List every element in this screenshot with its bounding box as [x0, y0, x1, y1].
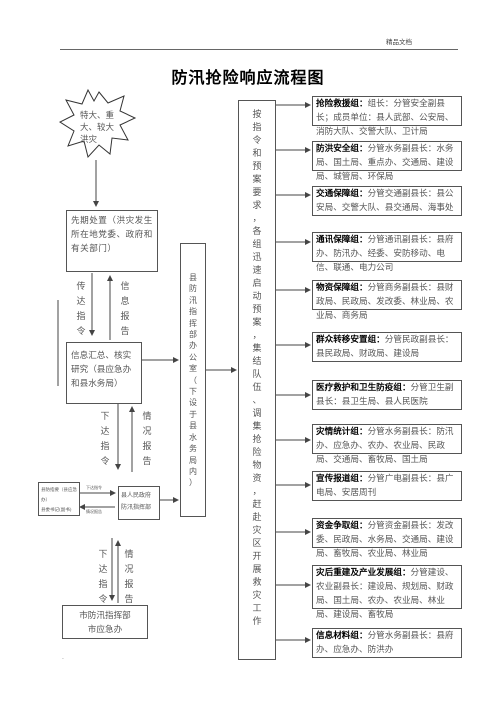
status-report-label-2: 情 况 报 告: [124, 550, 134, 605]
group-box: 通讯保障组：分管通讯副县长：县府办、防汛办、经委、安防移动、电信、联通、电力公司: [312, 232, 462, 273]
group-desc: 分管交通副县长：县公安局、交警大队、县交通局、海事处: [316, 189, 454, 213]
group-box: 医疗救护和卫生防疫组：分管卫生副县长：县卫生局、县人民医院: [312, 380, 462, 410]
group-name: 通讯保障组：: [316, 235, 368, 245]
group-desc: 分管水务副县长：县府办、应急办、防洪办: [316, 631, 454, 655]
group-name: 抢险救援组：: [316, 99, 368, 109]
group-desc: 分管卫生副县长：县卫生局、县人民医院: [316, 383, 454, 407]
relay-order-label: 传 达 指 令: [76, 282, 86, 337]
group-name: 信息材料组：: [316, 631, 368, 641]
info-summary-box: 信息汇总、核实研究（县应急办和县水务局）: [66, 342, 142, 404]
group-name: 交通保障组：: [316, 189, 368, 199]
info-report-label: 信 息 报 告: [120, 282, 130, 337]
mini-box-line2: 县委书记(副书): [41, 508, 72, 513]
mini-arrow-top-label: 下达指令: [86, 485, 102, 490]
group-desc: 分管民政副县长：县民政局、财政局、建设局: [316, 335, 454, 359]
group-name: 群众转移安置组：: [316, 335, 385, 345]
mini-box-line1: 县防指要（县应急办）: [41, 488, 77, 503]
group-box: 灾情统计组：分管水务副县长：防汛办、应急办、农办、农业局、民政局、交通局、畜牧局…: [312, 424, 462, 465]
footer-mark: .: [62, 654, 64, 661]
county-command-mini-box: 县防指要（县应急办） 县委书记(副书): [38, 482, 80, 516]
orders-column-text: 按 指 令 和 预 案 要 求 ， 各 组 迅 速 启 动 预 案 ， 集 结 …: [252, 110, 262, 627]
city-command-box: 市防汛指挥部 市应急办: [62, 605, 148, 639]
hq-column-text: 县 防 汛 指 挥 部 办 公 室 （ 下 设 于 县 水 务 局 内 ）: [189, 273, 197, 488]
group-desc: 分管水务副县长：水务局、国土局、重点办、交通局、建设局、城管局、环保局: [316, 144, 454, 182]
group-name: 灾后重建及产业发展组：: [316, 568, 411, 578]
group-name: 宣传报道组：: [316, 474, 368, 484]
group-box: 信息材料组：分管水务副县长：县府办、应急办、防洪办: [312, 628, 462, 658]
first-response-box: 先期处置（洪灾发生所在地党委、政府和有关部门）: [66, 210, 158, 272]
issue-order-label-2: 下 达 指 令: [98, 550, 108, 605]
group-box: 宣传报道组：分管广电副县长：县广电局、安居周刊: [312, 471, 462, 501]
page-title: 防汛抢险响应流程图: [171, 68, 325, 87]
county-government-box: 县人民政府 防汛指挥部: [118, 486, 160, 520]
group-desc: 分管水务副县长：防汛办、应急办、农办、农业局、民政局、交通局、畜牧局、国土局: [316, 427, 454, 465]
group-desc: 分管资金副县长：发改委、民政局、水务局、交通局、建设局、畜牧局、农业局、林业局: [316, 521, 454, 559]
group-name: 灾情统计组：: [316, 427, 368, 437]
group-box: 防洪安全组：分管水务副县长：水务局、国土局、重点办、交通局、建设局、城管局、环保…: [312, 141, 462, 182]
issue-order-label: 下 达 指 令: [100, 412, 110, 467]
group-name: 资金争取组：: [316, 521, 368, 531]
star-label: 特大、重大、较大洪灾: [80, 111, 115, 145]
status-report-label: 情 况 报 告: [142, 412, 152, 467]
group-box: 灾后重建及产业发展组：分管建设、农业副县长：建设局、规划局、财政局、国土局、农办…: [312, 565, 462, 620]
group-desc: 组长：分管安全副县长；成员单位：县人武部、公安局、消防大队、交警大队、卫计局: [316, 99, 454, 137]
group-box: 物资保障组：分管商务副县长：县财政局、民政局、发改委、林业局、农业局、商务局: [312, 280, 462, 321]
group-name: 防洪安全组：: [316, 144, 368, 154]
burst-star-shape: [58, 88, 137, 159]
group-box: 群众转移安置组：分管民政副县长：县民政局、财政局、建设局: [312, 332, 462, 362]
group-box: 抢险救援组：组长：分管安全副县长；成员单位：县人武部、公安局、消防大队、交警大队…: [312, 96, 462, 137]
group-box: 交通保障组：分管交通副县长：县公安局、交警大队、县交通局、海事处: [312, 186, 462, 216]
group-name: 医疗救护和卫生防疫组：: [316, 383, 411, 393]
group-box: 资金争取组：分管资金副县长：发改委、民政局、水务局、交通局、建设局、畜牧局、农业…: [312, 518, 462, 559]
group-desc: 分管通讯副县长：县府办、防汛办、经委、安防移动、电信、联通、电力公司: [316, 235, 454, 273]
county-flood-hq-column: 县 防 汛 指 挥 部 办 公 室 （ 下 设 于 县 水 务 局 内 ）: [180, 243, 206, 517]
mini-arrow-bot-label: 情况报告: [86, 509, 102, 514]
group-desc: 分管商务副县长：县财政局、民政局、发改委、林业局、农业局、商务局: [316, 283, 454, 321]
group-name: 物资保障组：: [316, 283, 368, 293]
action-orders-column: 按 指 令 和 预 案 要 求 ， 各 组 迅 速 启 动 预 案 ， 集 结 …: [238, 100, 276, 660]
group-desc: 分管广电副县长：县广电局、安居周刊: [316, 474, 454, 498]
header-rule: [60, 49, 458, 50]
header-tag: 精品文档: [386, 38, 412, 46]
group-desc: 分管建设、农业副县长：建设局、规划局、财政局、国土局、农办、农业局、林业局、建设…: [316, 568, 454, 620]
